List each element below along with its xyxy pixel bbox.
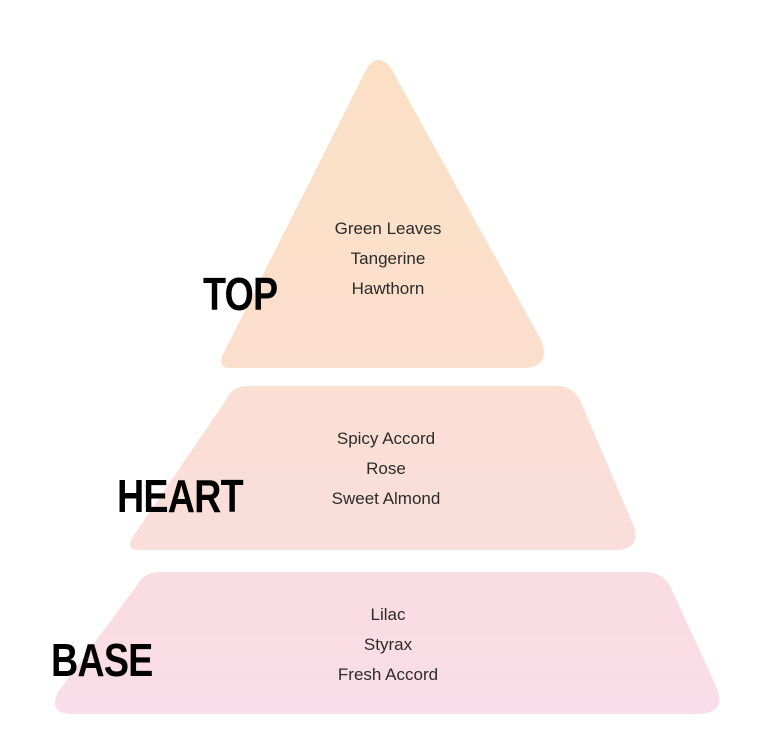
top-note-item: Green Leaves bbox=[334, 219, 442, 238]
top-tier-shape bbox=[221, 60, 544, 368]
base-tier-label: BASE bbox=[51, 634, 153, 686]
top-note-item: Hawthorn bbox=[351, 279, 425, 298]
top-note-item: Tangerine bbox=[350, 249, 426, 268]
heart-notes-list: Spicy Accord Rose Sweet Almond bbox=[236, 424, 536, 514]
heart-note-item: Rose bbox=[366, 459, 406, 478]
heart-tier-label: HEART bbox=[117, 470, 244, 522]
heart-note-item: Spicy Accord bbox=[336, 429, 436, 448]
base-note-item: Fresh Accord bbox=[337, 665, 439, 684]
top-tier-label: TOP bbox=[203, 268, 278, 320]
base-tier-shape bbox=[55, 572, 720, 714]
base-notes-list: Lilac Styrax Fresh Accord bbox=[238, 600, 538, 690]
base-note-item: Styrax bbox=[363, 635, 413, 654]
heart-note-item: Sweet Almond bbox=[331, 489, 441, 508]
heart-tier-shape bbox=[130, 386, 636, 550]
base-note-item: Lilac bbox=[370, 605, 406, 624]
top-notes-list: Green Leaves Tangerine Hawthorn bbox=[238, 214, 538, 304]
